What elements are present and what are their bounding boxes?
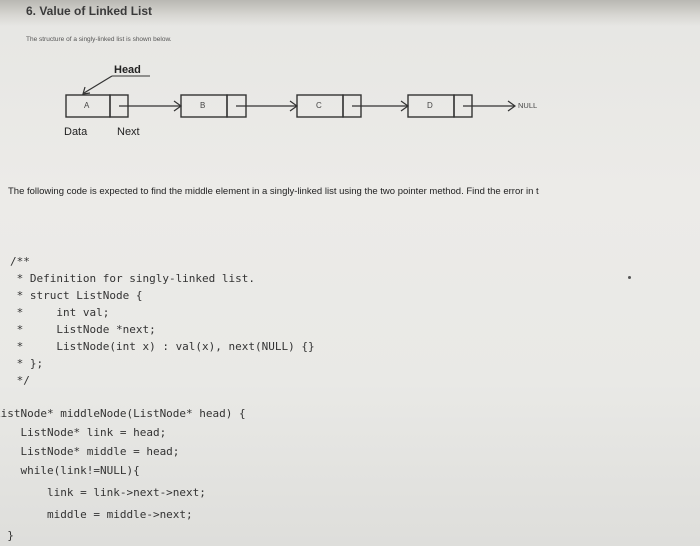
- question-prompt: The following code is expected to find t…: [8, 186, 539, 197]
- head-arrowhead: [82, 86, 91, 95]
- code-line: ListNode* link = head;: [0, 426, 167, 439]
- top-shadow: [0, 0, 700, 26]
- arrowhead-d-null: [507, 100, 517, 112]
- code-line: ListNode* middle = head;: [0, 445, 180, 458]
- node-c-value: C: [316, 101, 322, 110]
- comment-line: * ListNode(int x) : val(x), next(NULL) {…: [10, 340, 315, 353]
- question-title: 6. Value of Linked List: [26, 4, 153, 18]
- code-line: }: [7, 529, 14, 542]
- comment-line: */: [10, 374, 30, 387]
- comment-line: * int val;: [10, 306, 110, 319]
- question-subtitle: The structure of a singly-linked list is…: [26, 36, 172, 43]
- code-line: ListNode* middleNode(ListNode* head) {: [0, 407, 246, 420]
- linked-list-diagram: Head A B C D NULL Data Next: [0, 58, 700, 148]
- node-a-value: A: [84, 101, 90, 110]
- code-line: link = link->next->next;: [0, 486, 206, 499]
- head-label: Head: [114, 64, 141, 76]
- comment-line: * ListNode *next;: [10, 323, 156, 336]
- stray-dot: [628, 276, 631, 279]
- comment-line: * Definition for singly-linked list.: [10, 272, 256, 285]
- code-line: while(link!=NULL){: [0, 464, 140, 477]
- comment-line: * struct ListNode {: [10, 289, 143, 302]
- head-pointer-line: [83, 75, 113, 94]
- linked-list-svg: [65, 75, 517, 118]
- data-field-label: Data: [64, 126, 88, 138]
- node-d-value: D: [427, 101, 433, 110]
- node-b-value: B: [200, 101, 206, 110]
- comment-line: * };: [10, 357, 44, 370]
- next-field-label: Next: [117, 126, 140, 138]
- null-label: NULL: [518, 101, 538, 110]
- comment-line: /**: [10, 255, 30, 268]
- code-line: middle = middle->next;: [0, 508, 193, 521]
